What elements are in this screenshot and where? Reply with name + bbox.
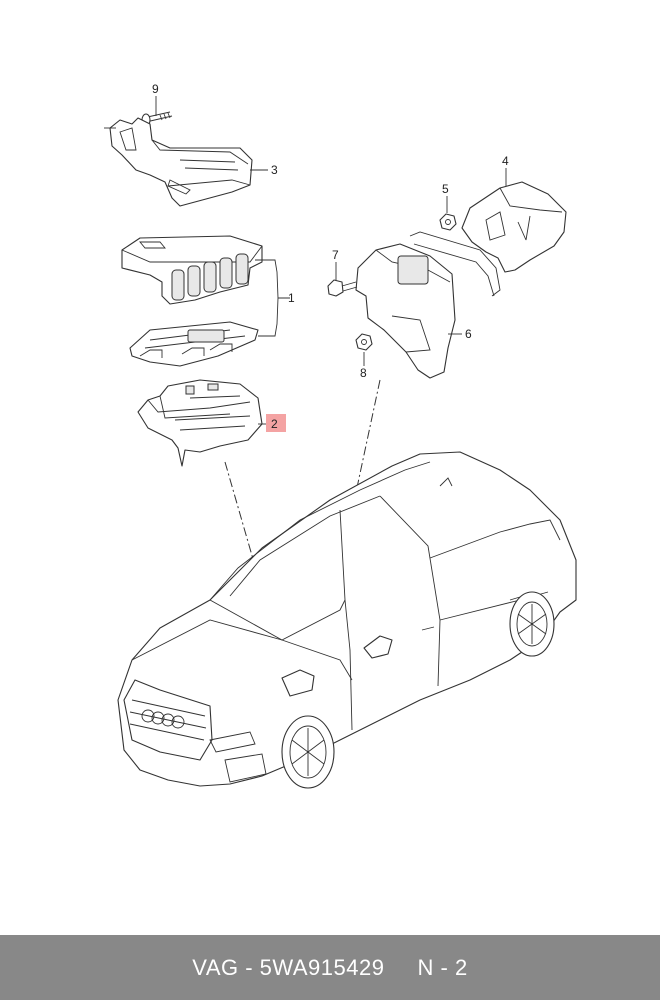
footer-gap: [384, 955, 417, 981]
footer-brand: VAG: [192, 954, 239, 980]
bolt-7: [327, 279, 358, 297]
callout-8: 8: [360, 366, 367, 380]
holder-2: [137, 379, 263, 467]
parts-diagram: 9 3 1 2: [104, 82, 577, 789]
callout-4: 4: [502, 154, 509, 168]
callout-5: 5: [442, 182, 449, 196]
car-illustration: [117, 451, 577, 789]
callout-3: 3: [271, 163, 278, 177]
callout-1: 1: [288, 291, 295, 305]
module-6: [355, 231, 501, 379]
callout-2-highlight: [266, 414, 286, 432]
footer-bar: VAG - 5WA915429 N - 2: [0, 935, 660, 1000]
fuse-box-top: [121, 235, 263, 305]
car-fusebox-location: [281, 669, 315, 697]
callout-7: 7: [332, 248, 339, 262]
footer-part-number: 5WA915429: [259, 954, 385, 980]
callout-9: 9: [152, 82, 159, 96]
callout-2: 2: [271, 417, 278, 431]
nut-8: [355, 333, 373, 351]
cover-3: [109, 117, 253, 207]
fuse-box-base: [129, 321, 259, 367]
callout-6: 6: [465, 327, 472, 341]
footer-page: N - 2: [417, 954, 468, 980]
bracket-4: [461, 181, 567, 273]
footer-separator: -: [238, 954, 260, 980]
nut-5: [439, 213, 457, 231]
